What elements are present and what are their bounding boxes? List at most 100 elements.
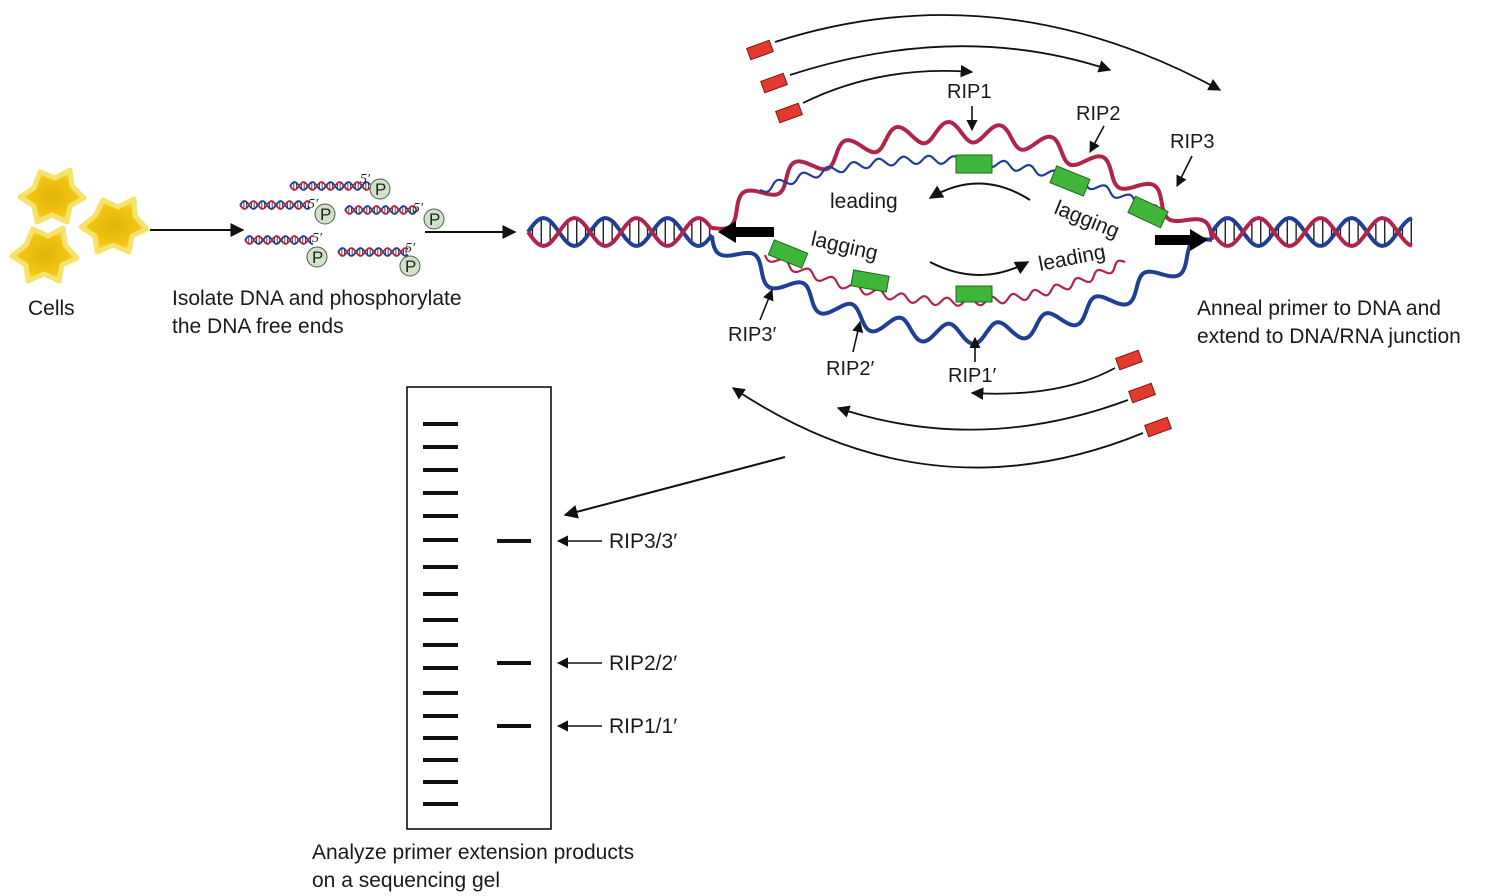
dna-helix [337,247,409,257]
gel-ladder-band [423,736,458,740]
primer-extension-arrow [970,367,1116,400]
gel-ladder-band [423,618,458,622]
sequencing-gel [406,386,552,830]
primer-icon [1144,416,1172,438]
gel-ladder-band [423,780,458,784]
five-prime-label: 5′ [405,241,416,256]
red-strand [289,181,371,191]
five-prime-label: 5′ [312,231,323,246]
primer-icon [746,39,774,61]
gel-ladder-band [423,802,458,806]
strand-label-lagging-top: lagging [1051,196,1122,243]
analyze-label-line1: Analyze primer extension products [312,841,634,864]
cell-icon [17,167,87,225]
rip-pointer-arrow [852,320,864,353]
blue-strand [1210,215,1413,249]
phosphate-label: P [375,180,386,199]
top-primers-group [746,14,1222,124]
primer-extension-arrow [731,387,1144,469]
dna-fragment: 5′P [337,241,421,277]
synthesis-direction-arrow [928,182,1031,201]
rna-primer-icon [767,239,809,269]
primer-extension-arrow [774,14,1222,91]
isolate-label-line2: the DNA free ends [172,315,344,338]
red-strand [526,215,714,249]
rna-primer-icon [850,269,890,293]
gel-ladder-band [423,691,458,695]
rip-label: RIP3 [1170,131,1214,153]
rna-primer-icon [955,154,993,174]
primer-extension-arrow [802,64,974,104]
gel-ladder-band [423,758,458,762]
dna-helix [1210,215,1413,249]
parental-strand-bottom [710,235,1213,346]
rip-pointer-arrow [1089,125,1105,153]
primer-icon [1128,382,1156,404]
phosphate-label: P [312,248,323,267]
rna-primer-icon [1049,165,1091,197]
fork-direction-right-arrow [1155,229,1208,251]
fork-direction-left-arrow [718,221,774,243]
cells-label: Cells [28,297,75,320]
rip-pointer-arrow [1176,155,1193,188]
blue-strand [337,247,409,257]
phosphate-icon [399,255,421,277]
cell-icon [9,225,80,284]
gel-ladder-band [423,445,458,449]
gel-ladder-band [423,538,458,542]
phosphate-icon [423,208,445,230]
rna-primer-icon [955,285,993,303]
phosphate-label: P [405,257,416,276]
bottom-primers-group [731,349,1172,469]
primer-icon [775,102,803,124]
phosphate-icon [306,246,328,268]
band-label: RIP2/2′ [609,652,677,675]
replication-bubble [526,120,1413,346]
primer-extension-arrow [789,45,1112,76]
gel-ladder-lane [423,422,458,806]
band-label: RIP1/1′ [609,715,677,738]
cell-icon [78,196,150,255]
red-strand [344,205,418,215]
primer-extension-arrow [836,399,1129,431]
phosphate-icon [314,203,336,225]
rna-primer-icon [1127,195,1169,229]
gel-ladder-band [423,592,458,596]
gel-ladder-band [423,643,458,647]
rip-pointer-arrow [759,288,774,321]
step-arrow [563,456,786,519]
band-label: RIP3/3′ [609,530,677,553]
phosphate-label: P [429,210,440,229]
dna-helix [526,215,714,249]
dna-helix [289,181,371,191]
dna-fragment: 5′P [344,201,445,230]
red-strand [239,200,311,210]
gel-ladder-band [423,514,458,518]
dna-fragment: 5′P [239,197,336,225]
anneal-label-line1: Anneal primer to DNA and [1197,297,1441,320]
dna-helix [239,200,311,210]
anneal-label-line2: extend to DNA/RNA junction [1197,325,1461,348]
isolate-label-line1: Isolate DNA and phosphorylate [172,287,462,310]
gel-sample-lane [497,539,531,728]
gel-ladder-band [423,468,458,472]
phosphate-icon [369,178,391,200]
rip-label: RIP1′ [948,365,996,387]
nascent-strand-bottom [763,254,1126,307]
strand-label-lagging-bottom: lagging [809,227,880,265]
phosphate-label: P [320,205,331,224]
red-strand [244,235,313,245]
rip-label: RIP1 [947,81,991,103]
red-strand [337,247,409,257]
synthesis-direction-arrow [929,261,1030,276]
analyze-label-line2: on a sequencing gel [312,869,500,892]
five-prime-label: 5′ [308,197,319,212]
gel-band [497,724,531,728]
blue-strand [239,200,311,210]
gel-ladder-band [423,491,458,495]
primer-icon [1115,349,1143,371]
gel-band [497,661,531,665]
